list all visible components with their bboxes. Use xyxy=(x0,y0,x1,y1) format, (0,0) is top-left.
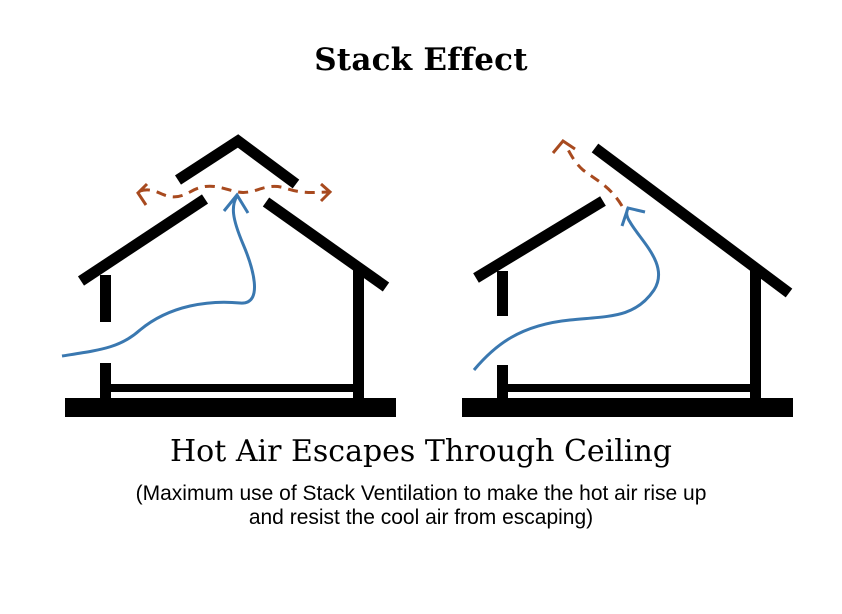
left-wall-upper xyxy=(497,271,508,316)
diagram-heading: Hot Air Escapes Through Ceiling xyxy=(170,434,672,469)
floor-line xyxy=(499,384,761,392)
roof-right-slope xyxy=(262,197,390,292)
diagram-title: Stack Effect xyxy=(314,42,528,78)
right-air-flows xyxy=(472,139,661,371)
house-split-roof xyxy=(462,143,793,417)
cool-air-flow-arrow xyxy=(61,195,256,358)
left-wall-lower xyxy=(100,363,111,398)
cool-air-arrowhead xyxy=(620,206,646,227)
floor-line xyxy=(102,384,364,392)
hot-air-escape-dashed xyxy=(139,184,329,199)
cool-air-flow-arrow xyxy=(472,207,661,371)
floor-slab xyxy=(462,398,793,417)
floor-slab xyxy=(65,398,396,417)
left-wall-upper xyxy=(100,275,111,322)
hot-air-arrowhead-right xyxy=(319,182,333,203)
hot-air-arrowhead xyxy=(551,139,576,154)
left-air-flows xyxy=(61,182,333,358)
ridge-vent-cap xyxy=(175,134,300,189)
hot-air-arrowhead-left xyxy=(136,182,149,206)
caption-line-2: and resist the cool air from escaping) xyxy=(248,506,594,529)
right-wall xyxy=(750,270,761,398)
roof-low-slope xyxy=(473,196,606,283)
caption-line-1: (Maximum use of Stack Ventilation to mak… xyxy=(135,482,707,505)
hot-air-escape-dashed xyxy=(564,145,624,207)
diagram-caption: (Maximum use of Stack Ventilation to mak… xyxy=(0,482,842,530)
right-wall xyxy=(353,267,364,398)
cool-air-arrowhead xyxy=(222,192,250,214)
roof-high-slope xyxy=(591,143,793,298)
left-wall-lower xyxy=(497,365,508,398)
roof-left-slope xyxy=(77,194,209,286)
house-gable-ridge-vent xyxy=(65,134,396,417)
